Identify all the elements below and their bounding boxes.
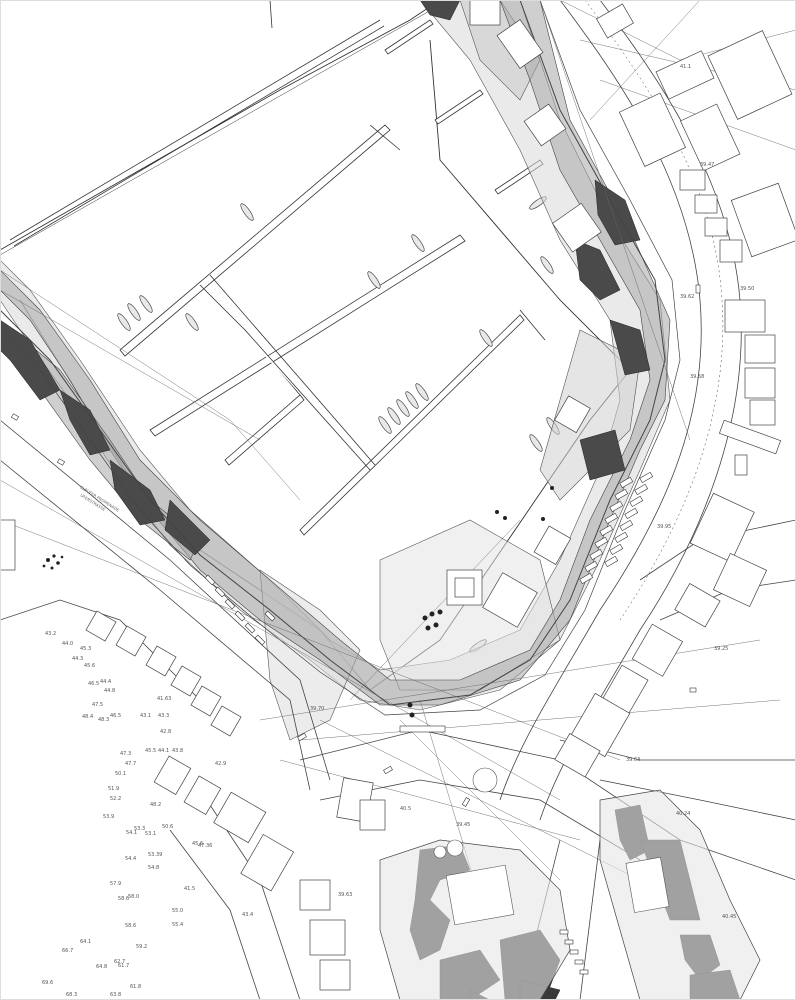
elevation-label: 43.4 [242, 912, 253, 918]
elevation-label: 54.8 [148, 865, 159, 871]
elevation-label: 68.3 [66, 992, 77, 998]
elevation-label: 43.2 [45, 631, 56, 637]
bottom-block-courtyards [433, 767, 670, 926]
elevation-label: 55.0 [172, 908, 183, 914]
elevation-label: 47.36 [198, 843, 212, 849]
elevation-label: 44.8 [104, 688, 115, 694]
elevation-label: 45.6 [84, 663, 95, 669]
elevation-label: 39.63 [338, 892, 352, 898]
elevation-label: 69.6 [42, 980, 53, 986]
elevation-label: 39.47 [700, 162, 714, 168]
elevation-label: 46.5 [88, 681, 99, 687]
elevation-label: 44.1 [158, 748, 169, 754]
elevation-label: 47.7 [125, 761, 136, 767]
elevation-label: 41.5 [184, 886, 195, 892]
elevation-label: 43.3 [158, 713, 169, 719]
elevation-label: 53.9 [103, 814, 114, 820]
elevation-label: 45.5 [145, 748, 156, 754]
elevation-label: 39.25 [714, 646, 728, 652]
elevation-label: 44.4 [100, 679, 111, 685]
elevation-label: 50.1 [115, 771, 126, 777]
promenade-edges [0, 0, 681, 716]
elevation-label: 58.6 [118, 896, 129, 902]
elevation-label: 39.50 [740, 286, 754, 292]
elevation-label: 53.1 [145, 831, 156, 837]
elevation-label: 61.7 [118, 963, 129, 969]
site-lines [0, 0, 796, 901]
elevation-label: 42.8 [160, 729, 171, 735]
elevation-label: 55.4 [172, 922, 183, 928]
elevation-label: 64.8 [96, 964, 107, 970]
vehicles [10, 284, 701, 807]
elevation-label: 40.45 [722, 914, 736, 920]
elevation-label: 51.9 [108, 786, 119, 792]
elevation-label: 57.9 [110, 881, 121, 887]
elevation-label: 43.1 [140, 713, 151, 719]
elevation-label: 54.1 [126, 830, 137, 836]
elevation-label: 46.5 [110, 713, 121, 719]
elevation-label: 41.63 [157, 696, 171, 702]
elevation-label: 39.70 [310, 706, 324, 712]
elevation-label: 64.1 [80, 939, 91, 945]
elevation-label: 39.58 [690, 374, 704, 380]
elevation-label: 62.7 [114, 959, 125, 965]
elevation-label: 47.5 [92, 702, 103, 708]
elevation-label: 58.0 [128, 894, 139, 900]
elevation-label: 52.2 [110, 796, 121, 802]
elevation-label: 42.9 [215, 761, 226, 767]
elevation-label: 39.63 [626, 757, 640, 763]
parking-bays [204, 471, 654, 975]
bottom-block-outline [379, 789, 761, 1000]
elevation-label: 48.3 [98, 717, 109, 723]
elevation-label: 66.7 [62, 948, 73, 954]
elevation-label: 61.8 [130, 984, 141, 990]
elevation-label: 63.8 [110, 992, 121, 998]
piers [9, 0, 546, 536]
elevation-label: 53.39 [148, 852, 162, 858]
elevation-label: 47.3 [120, 751, 131, 757]
elevation-label: 45.6 [192, 841, 203, 847]
elevation-label: 40.5 [400, 806, 411, 812]
elevation-label: 40.24 [676, 811, 690, 817]
elevation-label: 54.4 [125, 856, 136, 862]
elevation-label: 44.0 [62, 641, 73, 647]
elevation-label: 39.62 [680, 294, 694, 300]
promenade-layers-mid [0, 0, 671, 706]
elevation-label: 50.6 [162, 824, 173, 830]
elevation-label: 44.3 [72, 656, 83, 662]
elevation-label: 43.8 [172, 748, 183, 754]
elevation-label: 45.3 [80, 646, 91, 652]
elevation-label: 59.2 [136, 944, 147, 950]
elevation-label: 48.2 [150, 802, 161, 808]
elevation-label: 39.95 [657, 524, 671, 530]
trees [42, 486, 554, 718]
elevation-label: 58.6 [125, 923, 136, 929]
elevation-label: 48.4 [82, 714, 93, 720]
elevation-label: 41.1 [680, 64, 691, 70]
elevation-label: 39.45 [456, 822, 470, 828]
elevation-label: 53.3 [134, 826, 145, 832]
